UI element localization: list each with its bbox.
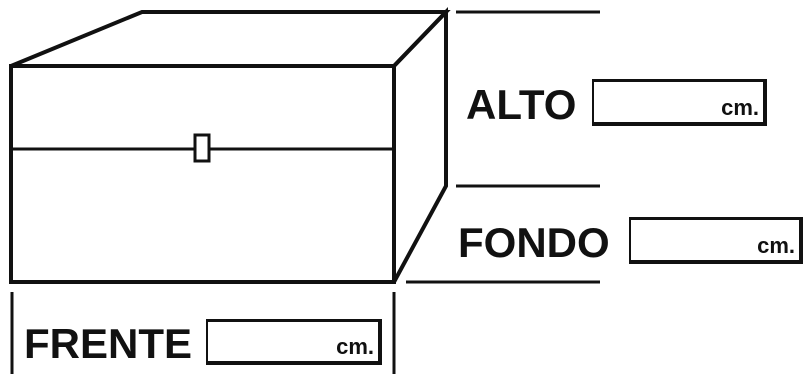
- alto-label: ALTO: [466, 81, 577, 128]
- box-clasp: [193, 133, 211, 163]
- frente-label: FRENTE: [24, 320, 192, 367]
- frente-input-box[interactable]: cm.: [206, 319, 382, 365]
- box-top-face: [10, 10, 451, 68]
- fondo-unit: cm.: [757, 233, 795, 258]
- box-side-face: [392, 7, 448, 283]
- box-front-face: [9, 64, 396, 284]
- fondo-input-box[interactable]: cm.: [629, 217, 803, 264]
- fondo-label: FONDO: [458, 219, 610, 266]
- alto-input-box[interactable]: cm.: [592, 79, 767, 126]
- alto-unit: cm.: [721, 95, 759, 120]
- frente-unit: cm.: [336, 334, 374, 359]
